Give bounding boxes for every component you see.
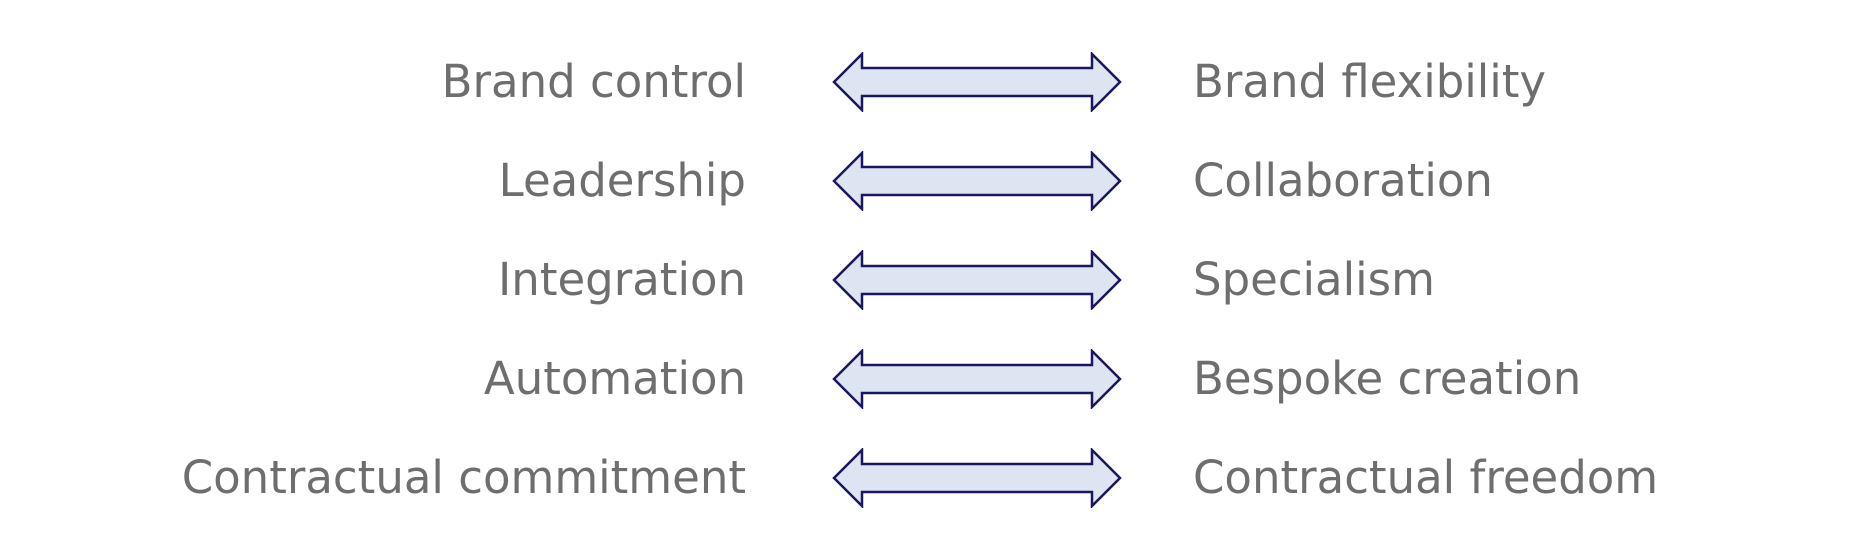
right-term: Contractual freedom bbox=[1193, 451, 1659, 504]
left-term: Brand control bbox=[441, 55, 746, 108]
double-arrow-icon bbox=[832, 349, 1122, 409]
left-term: Automation bbox=[483, 352, 746, 405]
right-term: Specialism bbox=[1193, 253, 1435, 306]
right-term: Collaboration bbox=[1193, 154, 1493, 207]
double-arrow-icon bbox=[832, 250, 1122, 310]
double-arrow-icon bbox=[832, 52, 1122, 112]
left-term: Integration bbox=[498, 253, 746, 306]
left-term: Contractual commitment bbox=[181, 451, 746, 504]
spectrum-row: Brand control Brand flexibility bbox=[0, 42, 1868, 122]
spectrum-row: Automation Bespoke creation bbox=[0, 339, 1868, 419]
spectrum-row: Leadership Collaboration bbox=[0, 141, 1868, 221]
double-arrow-icon bbox=[832, 151, 1122, 211]
double-arrow-icon bbox=[832, 448, 1122, 508]
left-term: Leadership bbox=[498, 154, 746, 207]
right-term: Brand flexibility bbox=[1193, 55, 1547, 108]
right-term: Bespoke creation bbox=[1193, 352, 1582, 405]
spectrum-row: Contractual commitment Contractual freed… bbox=[0, 438, 1868, 518]
spectrum-row: Integration Specialism bbox=[0, 240, 1868, 320]
